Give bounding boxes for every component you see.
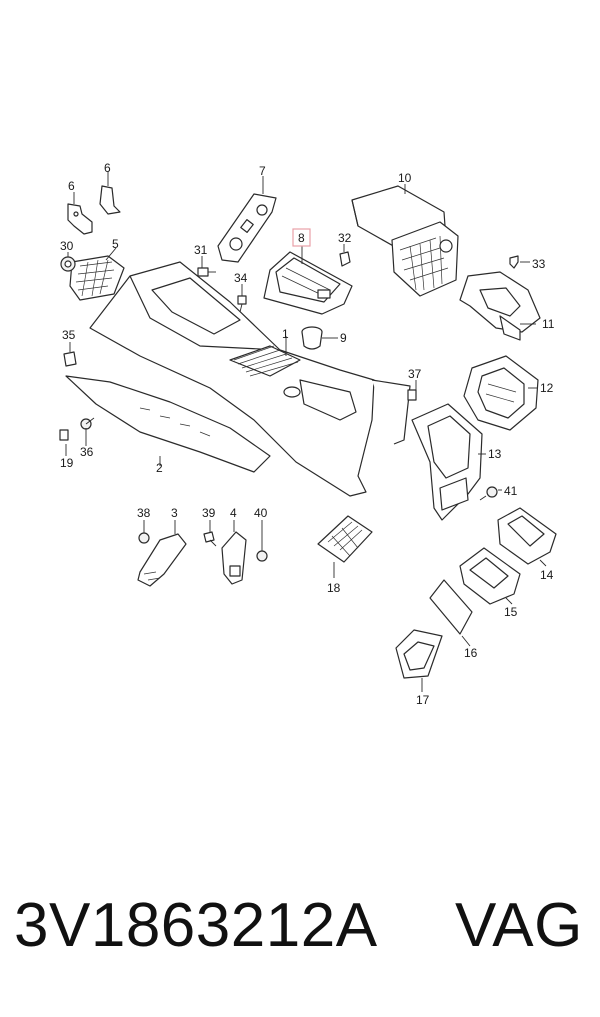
callout-36[interactable]: 36: [80, 445, 94, 459]
part-6-bracket-b: [99, 185, 121, 215]
callout-2[interactable]: 2: [156, 461, 163, 475]
brand-name: VAG: [455, 891, 583, 960]
callout-10[interactable]: 10: [398, 171, 412, 185]
part-4-bracket: [221, 531, 247, 585]
part-8-tray-insert: [263, 251, 353, 315]
part-36-screw: [80, 417, 95, 430]
callout-labels: 6 6 7 5 30 8 10 32 33 31 34 1 9 11 35 12…: [60, 161, 555, 707]
part-1-centre-console: [89, 261, 411, 497]
callout-15[interactable]: 15: [504, 605, 518, 619]
callout-40[interactable]: 40: [254, 506, 268, 520]
part-38-nut: [138, 532, 150, 544]
part-34-screw: [237, 295, 247, 313]
part-40-nut: [256, 550, 268, 562]
callout-34[interactable]: 34: [234, 271, 248, 285]
part-2-side-panel: [65, 375, 271, 473]
part-5-grille-cover: [69, 255, 125, 301]
footer: 3V1863212A VAG: [0, 890, 600, 980]
callout-18[interactable]: 18: [327, 581, 341, 595]
part-14-vent-cover: [497, 507, 557, 565]
part-18-vent-grille: [317, 515, 373, 563]
callout-12[interactable]: 12: [540, 381, 554, 395]
callout-30[interactable]: 30: [60, 239, 74, 253]
part-33-clip: [509, 255, 519, 269]
part-7-switch-panel: [217, 193, 277, 263]
callout-31[interactable]: 31: [194, 243, 208, 257]
callout-32[interactable]: 32: [338, 231, 352, 245]
part-9-cup-insert: [301, 326, 323, 350]
part-39-screw: [203, 531, 217, 547]
callout-33[interactable]: 33: [532, 257, 546, 271]
callout-19[interactable]: 19: [60, 456, 74, 470]
part-37-screw: [407, 389, 417, 401]
part-30-grommet: [60, 256, 76, 272]
callout-17[interactable]: 17: [416, 693, 430, 707]
part-15-vent-panel: [459, 547, 521, 605]
part-35-clip: [63, 351, 77, 367]
part-31-screw: [197, 267, 216, 277]
part-3-bracket: [137, 533, 187, 587]
callout-9[interactable]: 9: [340, 331, 347, 345]
callout-13[interactable]: 13: [488, 447, 502, 461]
callout-6[interactable]: 6: [68, 179, 75, 193]
part-32-clip: [339, 251, 351, 267]
callout-8[interactable]: 8: [298, 231, 305, 245]
callout-8-highlight: [292, 228, 311, 247]
part-17-storage-box: [395, 629, 443, 679]
callout-1[interactable]: 1: [282, 327, 289, 341]
callout-11[interactable]: 11: [542, 317, 555, 331]
callout-39[interactable]: 39: [202, 506, 216, 520]
part-41-screw: [479, 486, 498, 501]
callout-41[interactable]: 41: [504, 484, 518, 498]
leader-lines: [65, 172, 547, 692]
callout-35[interactable]: 35: [62, 328, 76, 342]
callout-14[interactable]: 14: [540, 568, 554, 582]
part-16-flap: [429, 579, 473, 635]
part-10-armrest: [351, 185, 459, 297]
part-11-bracket: [459, 271, 541, 341]
part-19-clip: [59, 429, 69, 441]
callout-4[interactable]: 4: [230, 506, 237, 520]
callout-7[interactable]: 7: [259, 164, 266, 178]
part-12-rear-vent: [463, 355, 539, 431]
callout-37[interactable]: 37: [408, 367, 422, 381]
callout-5[interactable]: 5: [112, 237, 119, 251]
callout-38[interactable]: 38: [137, 506, 151, 520]
part-6-bracket-a: [67, 203, 93, 235]
callout-16[interactable]: 16: [464, 646, 478, 660]
callout-6[interactable]: 6: [104, 161, 111, 175]
callout-3[interactable]: 3: [171, 506, 178, 520]
part-number: 3V1863212A: [14, 891, 378, 960]
part-13-vent-housing: [411, 403, 483, 521]
